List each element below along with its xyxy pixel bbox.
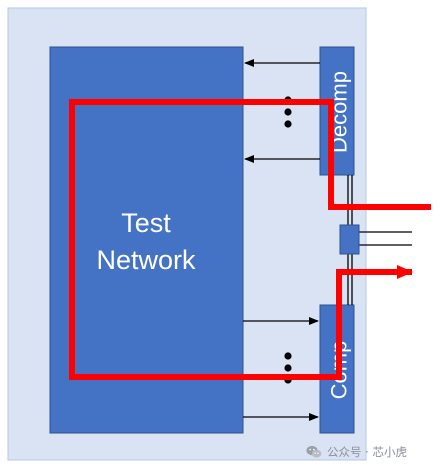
test-network-block <box>49 46 244 434</box>
watermark-text: 公众号 · 芯小虎 <box>327 445 407 459</box>
scan-path <box>69 99 431 380</box>
test-network-label-line1: Test <box>121 208 171 238</box>
wechat-icon <box>306 445 322 458</box>
mux-block <box>339 224 360 255</box>
watermark: 公众号 · 芯小虎 <box>306 444 407 460</box>
test-network-label-line2: Network <box>96 245 196 275</box>
decomp-block <box>319 46 355 176</box>
